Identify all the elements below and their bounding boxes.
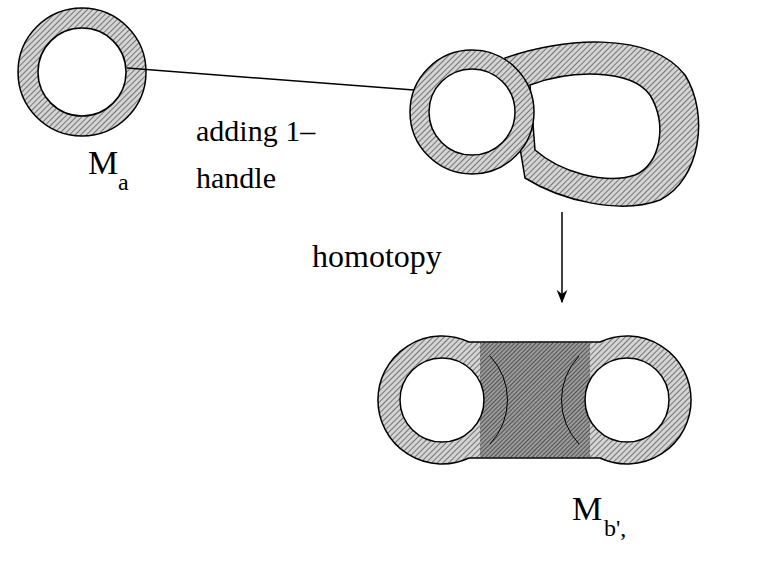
annulus-with-handle	[410, 42, 699, 206]
joined-annuli	[378, 336, 691, 464]
arrow-label: homotopy	[312, 240, 442, 272]
space-name: M	[88, 146, 118, 180]
arrow	[561, 212, 563, 302]
space-name: M	[572, 492, 602, 526]
subscript: b',	[604, 516, 626, 540]
annulus	[18, 8, 146, 136]
arrow-label: adding 1–handle	[196, 108, 366, 201]
arrow	[127, 68, 440, 92]
subscript: a	[118, 170, 129, 194]
